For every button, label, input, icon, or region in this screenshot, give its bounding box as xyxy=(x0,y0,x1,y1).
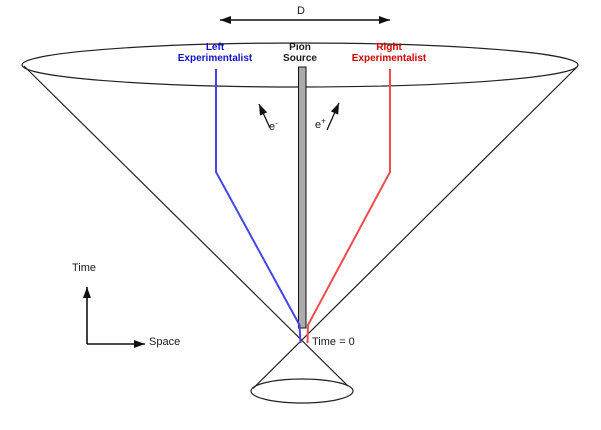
positron-arrow xyxy=(326,102,340,131)
electron-arrow xyxy=(258,103,271,129)
light-cone-bottom-ellipse xyxy=(250,378,354,404)
distance-label: D xyxy=(297,5,305,17)
left-experimentalist-label: Left Experimentalist xyxy=(177,42,253,64)
space-axis-label: Space xyxy=(149,336,181,348)
electron-label: e- xyxy=(269,118,278,133)
positron-charge-sign: + xyxy=(321,116,326,126)
left-experimentalist-worldline xyxy=(215,69,302,344)
right-experimentalist-worldline xyxy=(306,69,391,344)
light-cone-left-edge xyxy=(23,65,349,387)
pion-source-label: Pion Source xyxy=(283,42,317,64)
right-experimentalist-label: Right Experimentalist xyxy=(351,42,427,64)
positron-label: e+ xyxy=(315,116,326,131)
pion-source-bar xyxy=(298,66,307,329)
electron-charge-sign: - xyxy=(275,118,278,128)
electron-symbol: e xyxy=(269,121,276,133)
time-axis-label: Time xyxy=(72,262,97,274)
positron-symbol: e xyxy=(315,119,322,131)
time-zero-label: Time = 0 xyxy=(312,336,355,348)
